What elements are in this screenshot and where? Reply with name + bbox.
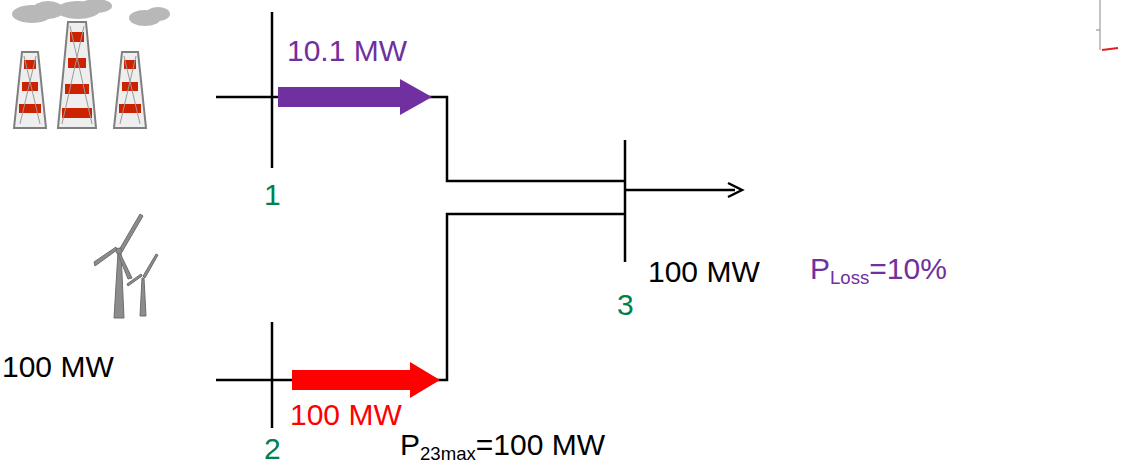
flow-arrow-purple <box>278 79 432 115</box>
bus-bars <box>272 12 625 428</box>
bus-number: 3 <box>617 288 634 321</box>
generator-rating: 100 MW <box>2 350 114 383</box>
loss-value: PLoss=10% <box>810 252 947 285</box>
tower-lattice <box>20 26 140 124</box>
power-plant-icon <box>14 22 146 128</box>
flow-value: 10.1 MW <box>287 34 407 67</box>
flow-value: 100 MW <box>290 398 402 431</box>
wind-turbine-icon <box>94 214 158 318</box>
bus-number: 2 <box>264 432 281 465</box>
smoke-clouds <box>12 0 170 26</box>
flow-arrow-red <box>292 362 440 398</box>
load-value: 100 MW <box>648 255 760 288</box>
transmission-lines <box>216 97 742 380</box>
bus-number: 1 <box>264 178 281 211</box>
line-limit: P23max=100 MW <box>400 428 605 461</box>
chart-fragment <box>1096 0 1118 50</box>
